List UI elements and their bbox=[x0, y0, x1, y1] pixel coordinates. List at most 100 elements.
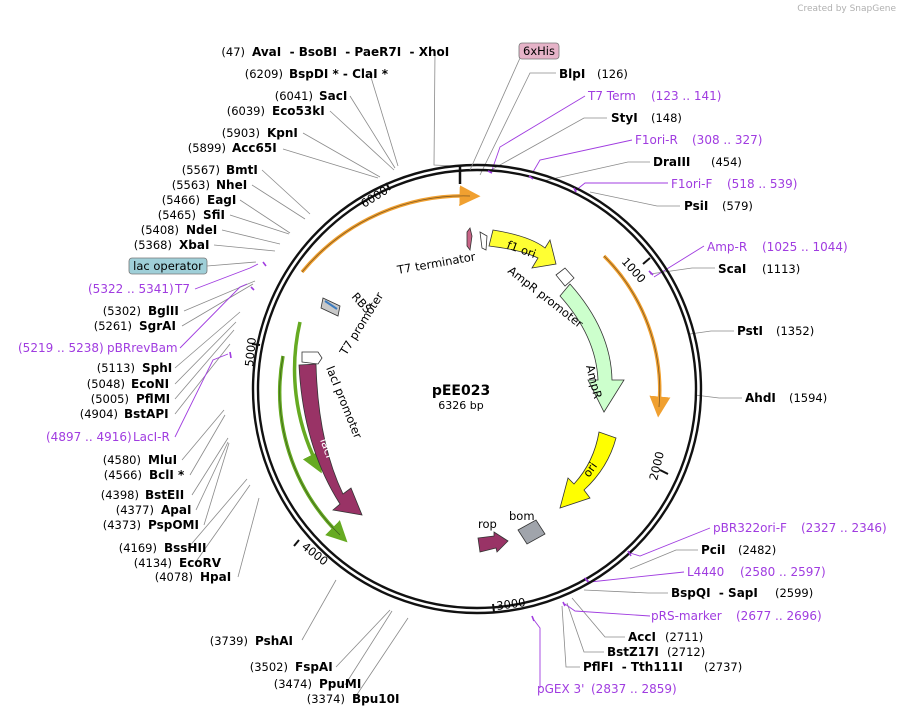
tick-3000: 3000 bbox=[495, 595, 526, 613]
t7-terminator-label: T7 terminator bbox=[395, 249, 477, 277]
site-pos: (1352) bbox=[776, 324, 814, 338]
primer-name: L4440 bbox=[687, 565, 724, 579]
site-name: Bpu10I bbox=[352, 692, 399, 706]
site-pos: (2711) bbox=[665, 630, 703, 644]
laci-promoter-label: lacI promoter bbox=[323, 364, 365, 441]
primer-name: T7 Term bbox=[587, 89, 636, 103]
site-name: SfiI bbox=[203, 208, 225, 222]
site-name: EagI bbox=[207, 193, 236, 207]
rbs-t7-shape bbox=[320, 297, 341, 317]
primer-range: (1025 .. 1044) bbox=[762, 240, 848, 254]
site-name: MluI bbox=[148, 453, 177, 467]
primer-range: (4897 .. 4916) bbox=[46, 430, 132, 444]
site-pos: (5005) bbox=[91, 392, 129, 406]
site-pos: (6039) bbox=[227, 104, 265, 118]
site-pos: (2737) bbox=[704, 660, 742, 674]
site-pos: (4580) bbox=[103, 453, 141, 467]
site-name: PsiI bbox=[684, 199, 708, 213]
primer-name: T7 bbox=[174, 282, 190, 296]
his-tag-leader bbox=[469, 57, 521, 171]
site-name: SacI bbox=[319, 89, 347, 103]
site-pos: (579) bbox=[722, 199, 753, 213]
site-pos: (4904) bbox=[80, 407, 118, 421]
site-pos: (5903) bbox=[222, 126, 260, 140]
primer-ticks bbox=[229, 170, 654, 622]
site-pos: (5261) bbox=[94, 319, 132, 333]
site-pos: (2599) bbox=[775, 586, 813, 600]
site-name: PspOMI bbox=[148, 518, 199, 532]
backbone-inner bbox=[256, 168, 698, 610]
site-name: EcoNI bbox=[131, 377, 169, 391]
tick-5000: 5000 bbox=[242, 337, 259, 368]
site-name: BglII bbox=[148, 304, 179, 318]
lac-operator-leader bbox=[206, 261, 257, 267]
site-name: BclI * bbox=[149, 468, 185, 482]
site-pos: (126) bbox=[597, 67, 628, 81]
site-name: BstZ17I bbox=[607, 645, 659, 659]
site-pos: (3374) bbox=[307, 692, 345, 706]
primer-name: F1ori-R bbox=[635, 133, 678, 147]
t7-terminator-shape bbox=[466, 227, 473, 252]
primer-name: pBR322ori-F bbox=[713, 521, 787, 535]
site-pos: (1113) bbox=[762, 262, 800, 276]
site-name: PciI bbox=[701, 543, 726, 557]
site-name: PflFI - Tth111I bbox=[583, 660, 683, 674]
primer-labels: T7 Term (123 .. 141) F1ori-R (308 .. 327… bbox=[18, 89, 887, 696]
primer-name: pGEX 3' bbox=[537, 682, 584, 696]
site-pos: (148) bbox=[651, 111, 682, 125]
ampr-promoter-arrow bbox=[555, 267, 575, 287]
site-name: KpnI bbox=[267, 126, 298, 140]
primer-range: (2837 .. 2859) bbox=[591, 682, 677, 696]
rbs-stripe bbox=[324, 300, 338, 310]
his-tag-box bbox=[518, 42, 560, 60]
primer-range: (518 .. 539) bbox=[727, 177, 797, 191]
site-pos: (5567) bbox=[182, 163, 220, 177]
site-name: SgrAI bbox=[139, 319, 176, 333]
site-name: HpaI bbox=[200, 570, 231, 584]
site-pos: (454) bbox=[711, 155, 742, 169]
site-name: BstEII bbox=[145, 488, 184, 502]
site-pos: (2482) bbox=[738, 543, 776, 557]
site-name: ApaI bbox=[161, 503, 191, 517]
backbone-outer bbox=[251, 163, 703, 615]
site-name: BmtI bbox=[226, 163, 258, 177]
orange-arc-right-edge bbox=[603, 255, 661, 408]
site-pos: (1594) bbox=[789, 391, 827, 405]
primer-range: (2677 .. 2696) bbox=[736, 609, 822, 623]
primer-name: F1ori-F bbox=[671, 177, 712, 191]
site-name: NheI bbox=[216, 178, 247, 192]
site-name: NdeI bbox=[186, 223, 217, 237]
snapgene-watermark: Created by SnapGene bbox=[797, 4, 896, 14]
laci-arrow bbox=[298, 363, 363, 516]
tick-2000: 2000 bbox=[646, 450, 667, 482]
site-pos: (5465) bbox=[158, 208, 196, 222]
green-arc-short bbox=[292, 321, 322, 474]
primer-range: (308 .. 327) bbox=[692, 133, 762, 147]
laci-label: lacI bbox=[317, 436, 337, 460]
ampr-arrow bbox=[559, 283, 625, 413]
primer-name: Amp-R bbox=[707, 240, 747, 254]
primer-name: pBRrevBam bbox=[107, 341, 178, 355]
site-pos: (6209) bbox=[245, 67, 283, 81]
plasmid-name: pEE023 bbox=[432, 383, 490, 399]
site-pos: (5048) bbox=[87, 377, 125, 391]
site-name: PshAI bbox=[255, 634, 293, 648]
site-pos: (4078) bbox=[155, 570, 193, 584]
site-pos: (5408) bbox=[141, 223, 179, 237]
site-name: StyI bbox=[611, 111, 638, 125]
site-pos: (5466) bbox=[162, 193, 200, 207]
site-labels-right: BlpI (126) StyI (148) DraIII (454) PsiI … bbox=[559, 67, 827, 674]
f1-ori-arrow bbox=[488, 229, 557, 269]
bom-label: bom bbox=[509, 509, 535, 523]
site-name: Eco53kI bbox=[272, 104, 325, 118]
primer-name: LacI-R bbox=[133, 430, 170, 444]
site-name: BstAPI bbox=[124, 407, 169, 421]
site-name: EcoRV bbox=[179, 556, 222, 570]
site-pos: (5113) bbox=[97, 361, 135, 375]
site-name: AccI bbox=[628, 630, 656, 644]
rop-label: rop bbox=[478, 517, 497, 531]
green-arc-long-edge bbox=[279, 355, 341, 536]
site-pos: (4398) bbox=[101, 488, 139, 502]
site-labels-left: (47) AvaI - BsoBI - PaeR7I - XhoI (6209)… bbox=[80, 45, 449, 706]
site-pos: (3739) bbox=[210, 634, 248, 648]
